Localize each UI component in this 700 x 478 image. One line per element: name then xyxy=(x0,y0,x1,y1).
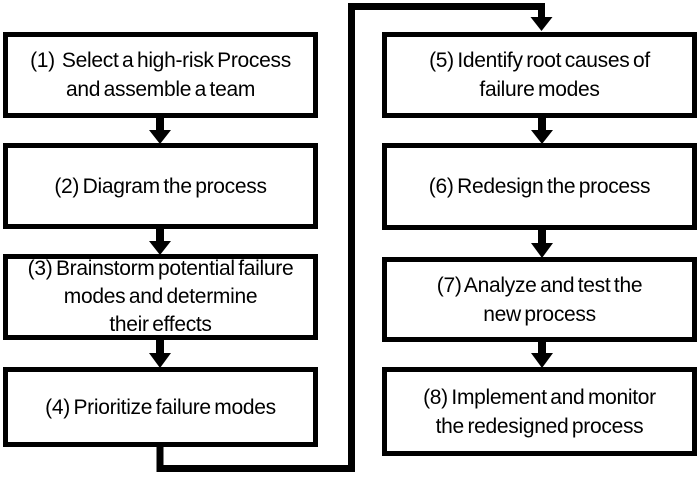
step-6-label-line-1: (6) Redesign the process xyxy=(428,175,651,198)
flow-box-step-7: (7) Analyze and test the new process xyxy=(382,257,697,342)
step-7-label-line-1: (7) Analyze and test the xyxy=(436,273,643,297)
step-8-label-line-1: (8) Implement and monitor xyxy=(423,385,656,409)
flow-box-step-2: (2) Diagram the process xyxy=(3,143,318,229)
flow-box-step-3: (3) Brainstorm potential failure modes a… xyxy=(3,254,318,340)
flow-box-step-5: (5) Identify root causes of failure mode… xyxy=(382,32,697,118)
flow-box-step-6: (6) Redesign the process xyxy=(382,143,697,230)
step-7-label-line-2: new process xyxy=(483,302,596,326)
step-5-label-line-2: failure modes xyxy=(479,78,600,101)
step-2-label-line-1: (2) Diagram the process xyxy=(54,174,267,198)
step-5-label-line-1: (5) Identify root causes of xyxy=(429,49,650,72)
step-3-label-line-3: their effects xyxy=(109,313,212,336)
arrowhead-1-to-2 xyxy=(149,130,171,144)
arrowhead-5-to-6 xyxy=(531,130,553,144)
step-4-label-line-1: (4) Prioritize failure modes xyxy=(45,395,276,419)
arrowhead-3-to-4 xyxy=(149,353,171,368)
step-1-label-line-2: and assemble a team xyxy=(65,78,256,101)
flow-box-step-4: (4) Prioritize failure modes xyxy=(3,367,318,447)
step-3-label-line-2: modes and determine xyxy=(63,285,258,308)
arrowhead-4-to-5 xyxy=(530,17,553,31)
arrowhead-6-to-7 xyxy=(531,243,553,258)
arrowhead-2-to-3 xyxy=(149,241,171,255)
step-3-label-line-1: (3) Brainstorm potential failure xyxy=(27,257,294,280)
step-8-label-line-2: the redesigned process xyxy=(435,414,644,438)
flow-box-step-8: (8) Implement and monitor the redesigned… xyxy=(382,367,697,456)
flow-box-step-1: (1) Select a high-risk Process and assem… xyxy=(3,32,318,118)
step-1-label-line-1: (1) Select a high-risk Process xyxy=(30,49,291,72)
arrowhead-7-to-8 xyxy=(531,353,553,368)
